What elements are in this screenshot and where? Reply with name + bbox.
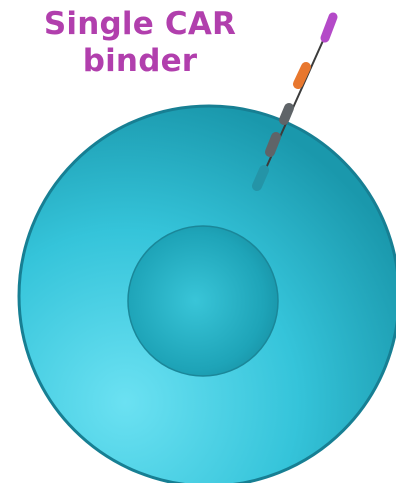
car-binder-domain [325,17,333,38]
car-transmembrane-1 [284,108,289,120]
title-line-1: Single CAR [22,6,258,43]
car-signaling-domain [257,170,264,186]
nucleus [128,226,278,376]
title-line-2: binder [22,43,258,80]
car-transmembrane-2 [270,137,276,152]
diagram-title: Single CAR binder [22,6,258,80]
